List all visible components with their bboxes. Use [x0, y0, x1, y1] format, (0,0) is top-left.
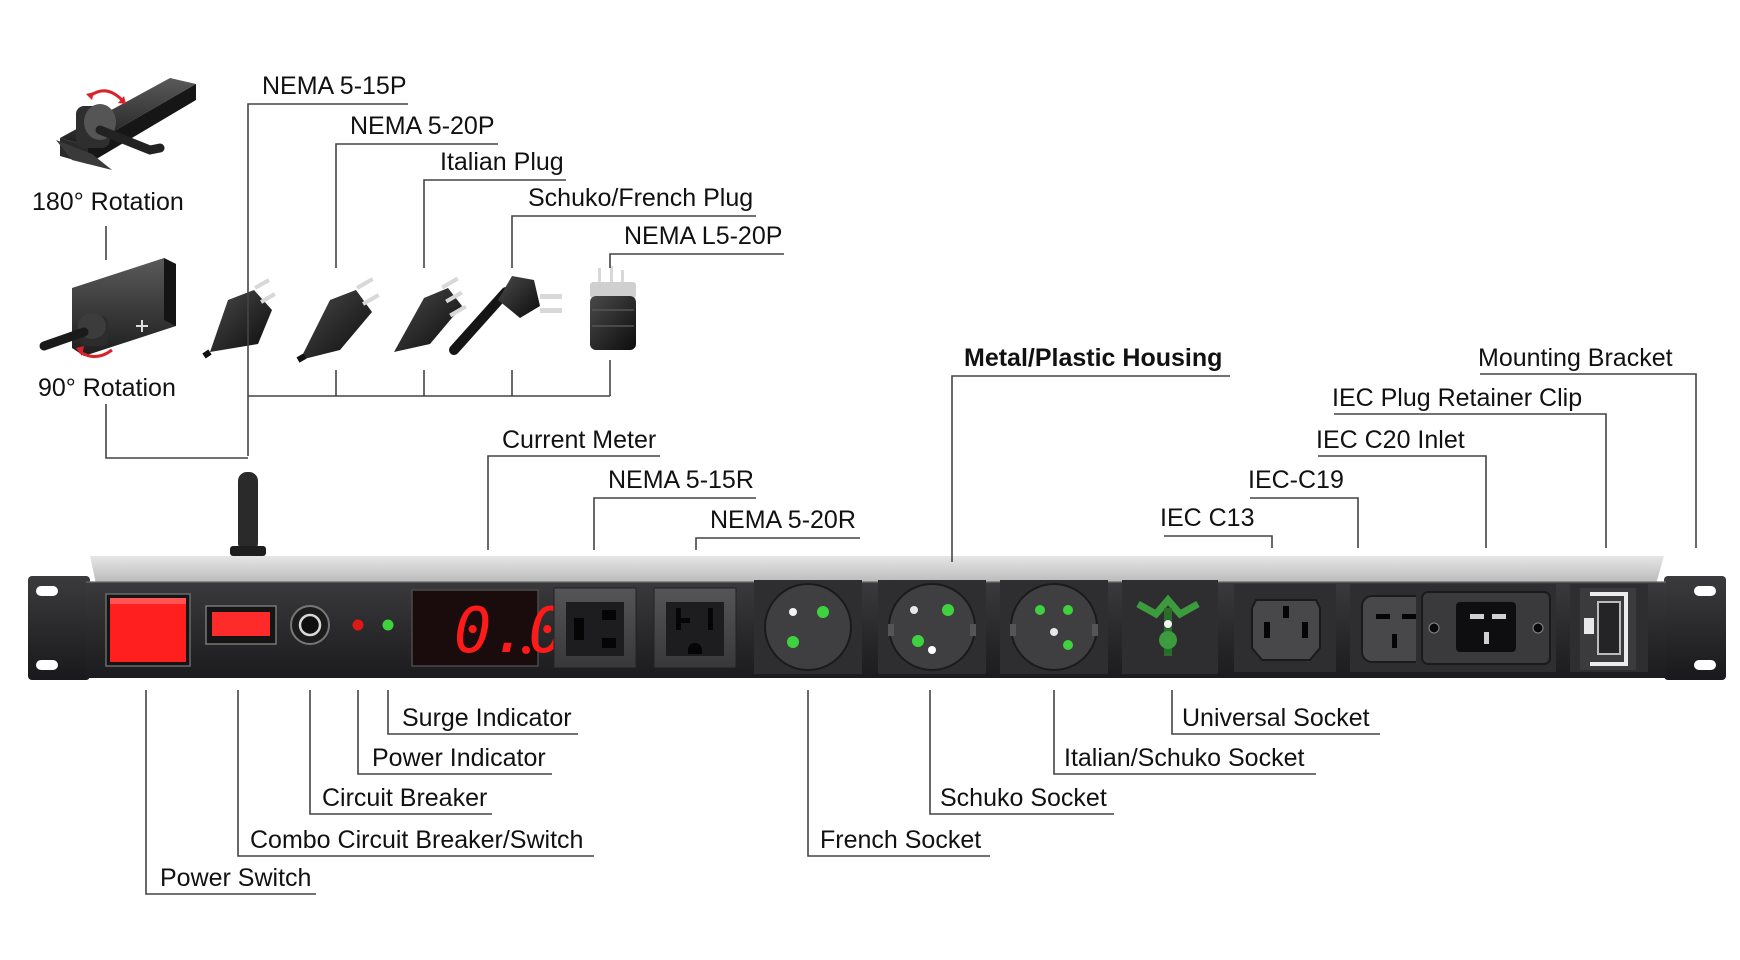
french-socket: [754, 580, 862, 674]
surge-indicator-led: [382, 619, 394, 631]
housing-label: Metal/Plastic Housing: [964, 344, 1222, 372]
iec-plug-retainer-clip: [1570, 584, 1648, 672]
current-meter-reading: 0.0: [454, 594, 566, 667]
italian-plug: [394, 276, 467, 352]
current-meter-display: [411, 589, 539, 667]
circuit-breaker-label: Circuit Breaker: [322, 784, 487, 812]
italian-schuko-socket-label: Italian/Schuko Socket: [1064, 744, 1304, 772]
universal-socket: [1122, 580, 1218, 674]
power-switch-label: Power Switch: [160, 864, 311, 892]
rotation-180-label: 180° Rotation: [32, 188, 184, 216]
labels: 180° Rotation 90° Rotation NEMA 5-15P NE…: [32, 72, 1673, 892]
surge-indicator-label: Surge Indicator: [402, 704, 572, 732]
nema-5-20r-label: NEMA 5-20R: [710, 506, 856, 534]
nema-5-20p-plug: [296, 277, 380, 363]
italian-plug-label: Italian Plug: [440, 148, 564, 176]
leader-lines: [105, 103, 1697, 895]
schuko-french-plug-label: Schuko/French Plug: [528, 184, 753, 212]
right-mounting-ear: [1664, 576, 1726, 680]
nema-5-20p-label: NEMA 5-20P: [350, 112, 495, 140]
rotation-180-illustration: [56, 78, 196, 170]
nema-5-15r-label: NEMA 5-15R: [608, 466, 754, 494]
iec-c20-inlet-label: IEC C20 Inlet: [1316, 426, 1465, 454]
iec-c13-label: IEC C13: [1160, 504, 1254, 532]
nema-5-15r-socket: [553, 587, 637, 669]
italian-schuko-socket: [1000, 580, 1108, 674]
rotation-90-label: 90° Rotation: [38, 374, 176, 402]
rotation-90-illustration: [39, 258, 176, 358]
combo-breaker-switch-label: Combo Circuit Breaker/Switch: [250, 826, 583, 854]
iec-c13-socket: [1234, 584, 1336, 672]
french-socket-label: French Socket: [820, 826, 981, 854]
iec-c20-inlet: [1416, 584, 1556, 672]
schuko-french-plug: [449, 276, 562, 355]
nema-5-20r-socket: [653, 587, 737, 669]
nema-5-15p-label: NEMA 5-15P: [262, 72, 407, 100]
nema-l5-20p-label: NEMA L5-20P: [624, 222, 782, 250]
schuko-socket-label: Schuko Socket: [940, 784, 1107, 812]
current-meter-label: Current Meter: [502, 426, 656, 454]
pdu-unit: 0.0: [28, 472, 1726, 680]
left-mounting-ear: [28, 576, 90, 680]
iec-retainer-clip-label: IEC Plug Retainer Clip: [1332, 384, 1582, 412]
schuko-socket: [878, 580, 986, 674]
nema-5-15p-plug: [202, 278, 276, 359]
mounting-bracket-label: Mounting Bracket: [1478, 344, 1673, 372]
power-indicator-label: Power Indicator: [372, 744, 546, 772]
iec-c19-label: IEC-C19: [1248, 466, 1344, 494]
power-indicator-led: [352, 619, 364, 631]
universal-socket-label: Universal Socket: [1182, 704, 1370, 732]
nema-l5-20p-plug: [590, 266, 636, 350]
